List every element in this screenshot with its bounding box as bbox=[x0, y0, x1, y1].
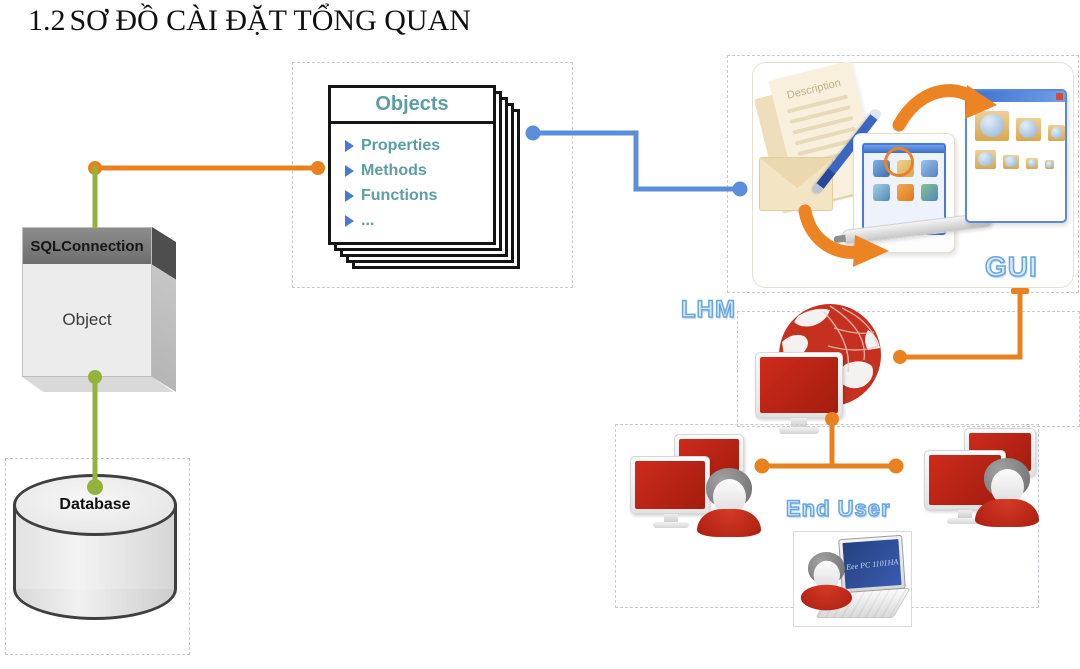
person-body bbox=[697, 509, 761, 537]
monitor-base bbox=[947, 518, 983, 524]
sqlconnection-node: SQLConnection Object bbox=[22, 225, 178, 395]
box-3d-side bbox=[152, 227, 176, 392]
globe-dot bbox=[1027, 159, 1037, 168]
laptop-screen: Eee PC 1101HA bbox=[838, 534, 906, 594]
database-group bbox=[5, 458, 190, 655]
objects-card-title: Objects bbox=[331, 88, 493, 124]
laptop-user-card: Eee PC 1101HA bbox=[793, 531, 912, 627]
arrow-bullet-icon bbox=[345, 164, 354, 177]
folder-row bbox=[967, 141, 1065, 169]
folder-globe-icon bbox=[1026, 158, 1038, 169]
folder-globe-icon bbox=[1045, 160, 1054, 169]
monitor-screen bbox=[635, 461, 705, 509]
globe-dot bbox=[1005, 156, 1017, 167]
person-face bbox=[813, 560, 840, 590]
list-item: Properties bbox=[345, 133, 487, 158]
box-3d-bottom bbox=[22, 377, 174, 392]
person-body bbox=[800, 584, 852, 611]
end-user-label: End User bbox=[785, 495, 891, 522]
gui-panel: Description bbox=[752, 60, 1074, 288]
description-doc-title: Description bbox=[785, 76, 843, 102]
app-icon bbox=[873, 184, 890, 201]
app-icon bbox=[897, 184, 914, 201]
folders-window bbox=[965, 89, 1067, 223]
folder-globe-icon bbox=[1003, 155, 1019, 169]
gui-label: GUI bbox=[984, 250, 1038, 283]
selection-circle bbox=[884, 147, 914, 177]
window-titlebar bbox=[967, 91, 1065, 102]
section-number: 1.2 bbox=[28, 4, 66, 37]
monitor-stand bbox=[791, 418, 807, 427]
person-body bbox=[975, 499, 1039, 527]
list-item-label: Functions bbox=[361, 186, 438, 204]
arrow-bullet-icon bbox=[345, 189, 354, 202]
sqlconnection-title: SQLConnection bbox=[23, 228, 151, 264]
desktop-monitor-icon bbox=[630, 456, 710, 514]
globe-dot bbox=[980, 114, 1004, 137]
folder-globe-icon bbox=[1015, 118, 1042, 141]
sqlconnection-box: SQLConnection Object bbox=[22, 227, 152, 377]
monitor-screen bbox=[760, 357, 838, 413]
close-icon bbox=[1056, 93, 1063, 100]
list-item-label: ... bbox=[361, 211, 375, 229]
curved-arrow-icon bbox=[892, 84, 997, 132]
list-item-label: Properties bbox=[361, 136, 441, 154]
list-item: ... bbox=[345, 208, 487, 233]
section-title: SƠ ĐỒ CÀI ĐẶT TỔNG QUAN bbox=[69, 4, 471, 37]
connector-dot bbox=[88, 161, 102, 175]
folder-globe-icon bbox=[975, 111, 1009, 141]
objects-member-list: Properties Methods Functions ... bbox=[331, 124, 493, 233]
objects-card: Objects Properties Methods Functions ... bbox=[328, 85, 496, 245]
laptop-display: Eee PC 1101HA bbox=[842, 539, 902, 589]
workstation-left bbox=[622, 430, 762, 540]
globe-dot bbox=[1050, 126, 1063, 139]
database-label: Database bbox=[13, 474, 177, 536]
laptop-model-text: Eee PC 1101HA bbox=[845, 556, 899, 572]
arrow-bullet-icon bbox=[345, 139, 354, 152]
app-icon bbox=[921, 184, 938, 201]
list-item-label: Methods bbox=[361, 161, 427, 179]
globe-dot bbox=[1019, 120, 1038, 138]
folder-globe-icon bbox=[975, 150, 996, 169]
monitor-base bbox=[779, 427, 819, 434]
app-icon bbox=[921, 160, 938, 177]
objects-group: Objects Properties Methods Functions ... bbox=[292, 62, 573, 288]
lhm-label: LHM bbox=[680, 295, 736, 324]
globe-dot bbox=[1046, 160, 1053, 168]
list-item: Functions bbox=[345, 183, 487, 208]
monitor-stand bbox=[958, 510, 972, 518]
workstation-right bbox=[922, 426, 1062, 536]
list-item: Methods bbox=[345, 158, 487, 183]
arrow-bullet-icon bbox=[345, 214, 354, 227]
folder-globe-icon bbox=[1048, 125, 1065, 141]
folder-row bbox=[967, 102, 1065, 141]
curved-arrow-icon bbox=[798, 204, 889, 267]
sqlconnection-body-label: Object bbox=[62, 310, 112, 329]
monitor-stand bbox=[664, 514, 678, 522]
database-node: Database bbox=[13, 474, 177, 622]
server-monitor-icon bbox=[755, 352, 843, 418]
globe-dot bbox=[978, 151, 993, 167]
monitor-base bbox=[653, 522, 689, 528]
